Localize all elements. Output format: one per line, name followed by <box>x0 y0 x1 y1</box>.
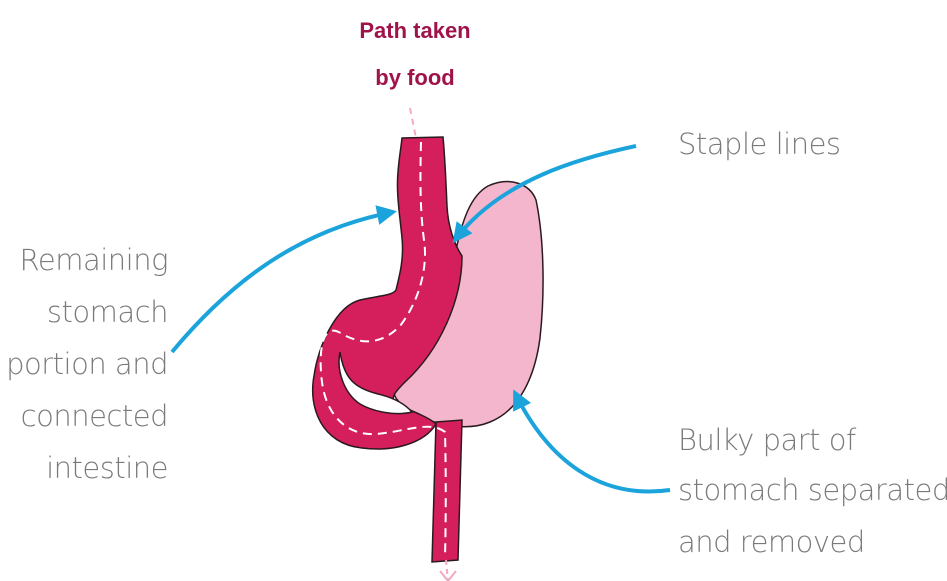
intestine-tube <box>432 420 462 562</box>
remaining-label-line3: portion and <box>0 338 168 390</box>
food-path-entry <box>410 108 416 138</box>
remaining-label-line5: intestine <box>0 442 168 494</box>
bulky-label-line3: and removed <box>678 516 865 568</box>
path-title-line2: by food <box>340 63 490 93</box>
remaining-label-line4: connected <box>0 390 168 442</box>
path-title-line1: Path taken <box>340 16 490 46</box>
remaining-label-line2: stomach <box>0 286 168 338</box>
bulky-label-line2: stomach separated <box>678 464 947 516</box>
remaining-label-line1: Remaining <box>0 234 168 286</box>
bulky-part-arrow <box>515 393 670 492</box>
bulky-label-line1: Bulky part of <box>678 414 856 466</box>
staple-lines-label: Staple lines <box>678 118 841 170</box>
